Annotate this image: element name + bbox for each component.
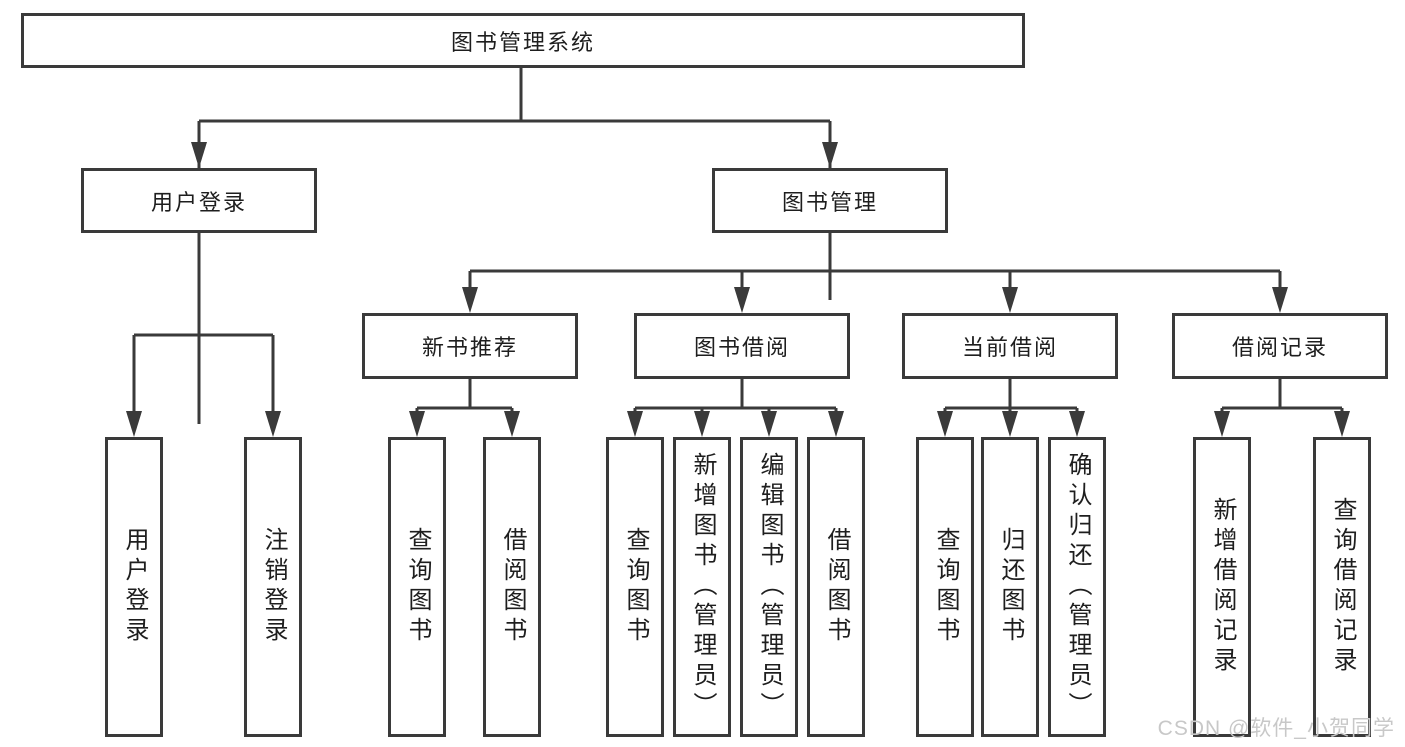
leaf-add-book-admin: 新增图书（管理员）: [673, 437, 731, 737]
leaf-add-borrow-record: 新增借阅记录: [1193, 437, 1251, 737]
node-library-management-system: 图书管理系统: [21, 13, 1025, 68]
leaf-query-book-borrow: 查询图书: [606, 437, 664, 737]
node-book-management-group: 图书管理: [712, 168, 948, 233]
leaf-query-book-recommend: 查询图书: [388, 437, 446, 737]
leaf-borrow-book-recommend: 借阅图书: [483, 437, 541, 737]
node-new-book-recommend: 新书推荐: [362, 313, 578, 379]
leaf-logout: 注销登录: [244, 437, 302, 737]
leaf-query-book-current: 查询图书: [916, 437, 974, 737]
leaf-borrow-book: 借阅图书: [807, 437, 865, 737]
leaf-user-login: 用户登录: [105, 437, 163, 737]
leaf-edit-book-admin: 编辑图书（管理员）: [740, 437, 798, 737]
node-current-borrow: 当前借阅: [902, 313, 1118, 379]
csdn-watermark: CSDN @软件_小贺同学: [1157, 717, 1395, 740]
leaf-query-borrow-record: 查询借阅记录: [1313, 437, 1371, 737]
leaf-return-book: 归还图书: [981, 437, 1039, 737]
node-user-login-group: 用户登录: [81, 168, 317, 233]
leaf-confirm-return-admin: 确认归还（管理员）: [1048, 437, 1106, 737]
node-book-borrow: 图书借阅: [634, 313, 850, 379]
node-borrow-records: 借阅记录: [1172, 313, 1388, 379]
